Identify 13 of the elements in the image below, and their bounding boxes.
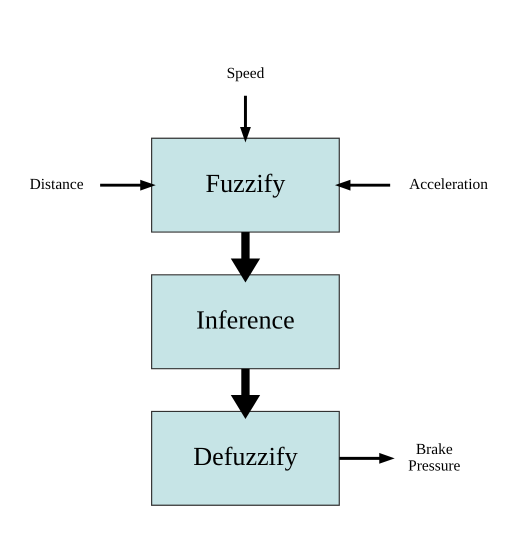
node-text: Distance bbox=[30, 176, 84, 193]
arrow bbox=[340, 452, 395, 464]
node-box: Fuzzify bbox=[151, 137, 340, 232]
arrow bbox=[100, 179, 156, 190]
node-box: Inference bbox=[151, 274, 340, 369]
arrow bbox=[230, 232, 260, 282]
node-text: Acceleration bbox=[409, 176, 488, 193]
node-box: Defuzzify bbox=[151, 410, 340, 506]
node-text: Speed bbox=[226, 64, 264, 82]
arrow bbox=[230, 368, 260, 419]
arrow bbox=[240, 95, 251, 142]
node-text: Brake Pressure bbox=[408, 440, 460, 474]
arrow bbox=[334, 179, 390, 190]
